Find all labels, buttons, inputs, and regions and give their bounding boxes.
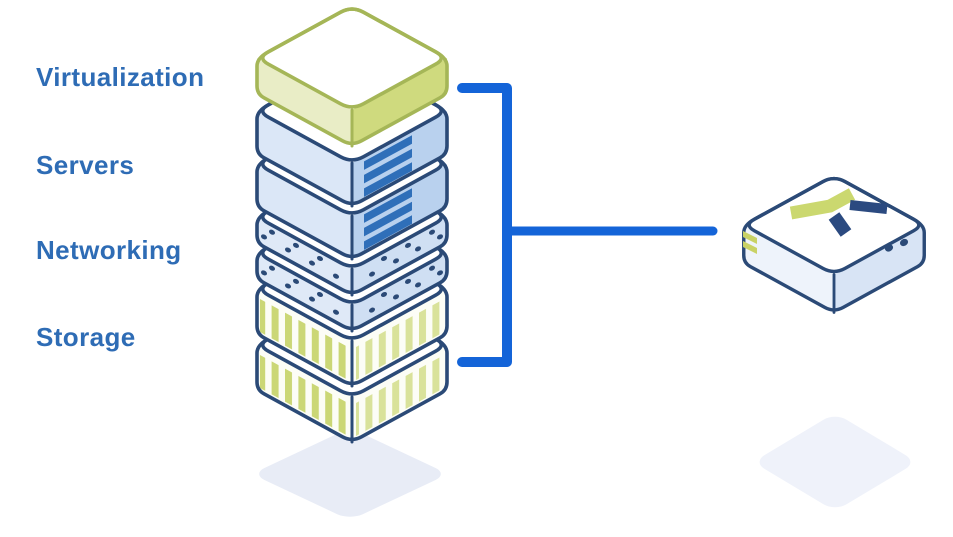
label-servers: Servers: [36, 150, 135, 180]
stack-shadow: [259, 431, 441, 517]
stack-bracket: [457, 83, 512, 367]
port-dots-icon: [884, 238, 909, 252]
converged-node: [742, 176, 926, 314]
vent-lights-icon: [743, 231, 757, 254]
x-logo-icon: [789, 188, 888, 237]
node-shadow: [759, 416, 911, 508]
infrastructure-stack: [255, 7, 449, 444]
label-networking: Networking: [36, 235, 182, 265]
label-virtualization: Virtualization: [36, 62, 205, 92]
label-storage: Storage: [36, 322, 136, 352]
